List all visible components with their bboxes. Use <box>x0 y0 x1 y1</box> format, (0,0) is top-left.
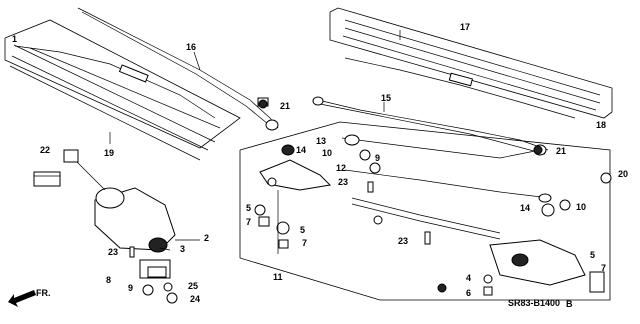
passenger-blade-box <box>329 7 613 119</box>
callout-9: 9 <box>375 153 380 163</box>
callout-14: 14 <box>520 203 530 213</box>
callout-2: 2 <box>204 233 209 243</box>
callout-10: 10 <box>576 202 586 212</box>
leader-lines <box>109 30 401 254</box>
callout-5: 5 <box>246 203 251 213</box>
revision-letter: B <box>566 299 573 309</box>
callout-5: 5 <box>590 250 595 260</box>
callout-18: 18 <box>596 120 606 130</box>
callout-3: 3 <box>180 244 185 254</box>
callout-15: 15 <box>381 93 391 103</box>
callout-8: 8 <box>106 275 111 285</box>
callout-6: 6 <box>466 288 471 298</box>
callout-23: 23 <box>338 177 348 187</box>
callout-7: 7 <box>601 263 606 273</box>
callout-21: 21 <box>556 146 566 156</box>
callout-9: 9 <box>128 283 133 293</box>
diagram-code: SR83-B1400 <box>508 298 560 308</box>
callout-19: 19 <box>104 148 114 158</box>
callout-23: 23 <box>108 247 118 257</box>
callout-1: 1 <box>12 34 17 44</box>
callout-4: 4 <box>466 273 471 283</box>
callout-14: 14 <box>296 145 306 155</box>
front-direction-label: FR. <box>36 288 51 298</box>
callout-24: 24 <box>190 294 200 304</box>
connector-22 <box>33 171 61 187</box>
callout-5: 5 <box>300 225 305 235</box>
driver-blade-box <box>4 19 241 161</box>
callout-13: 13 <box>316 136 326 146</box>
pivot-assembly <box>259 144 332 191</box>
callout-23: 23 <box>398 236 408 246</box>
callout-12: 12 <box>336 163 346 173</box>
callout-20: 20 <box>618 169 628 179</box>
front-direction-arrow <box>8 290 36 307</box>
small-parts <box>129 99 612 304</box>
callout-11: 11 <box>273 272 283 282</box>
linkage-rod-upper <box>341 134 552 203</box>
linkage-box <box>239 121 611 301</box>
linkage-rod-lower <box>351 197 501 240</box>
callout-22: 22 <box>40 145 50 155</box>
callout-17: 17 <box>460 22 470 32</box>
callout-25: 25 <box>188 281 198 291</box>
callout-16: 16 <box>186 42 196 52</box>
wiper-arm-passenger <box>312 96 549 155</box>
callout-7: 7 <box>246 217 251 227</box>
callout-21: 21 <box>280 101 290 111</box>
wiper-motor <box>63 149 176 279</box>
callout-labels: 1 2 3 4 5 5 5 6 7 7 7 8 9 9 10 10 11 12 … <box>12 22 628 304</box>
callout-7: 7 <box>302 238 307 248</box>
callout-10: 10 <box>322 148 332 158</box>
wiper-arm-driver <box>77 7 279 131</box>
right-pivot <box>489 239 605 293</box>
